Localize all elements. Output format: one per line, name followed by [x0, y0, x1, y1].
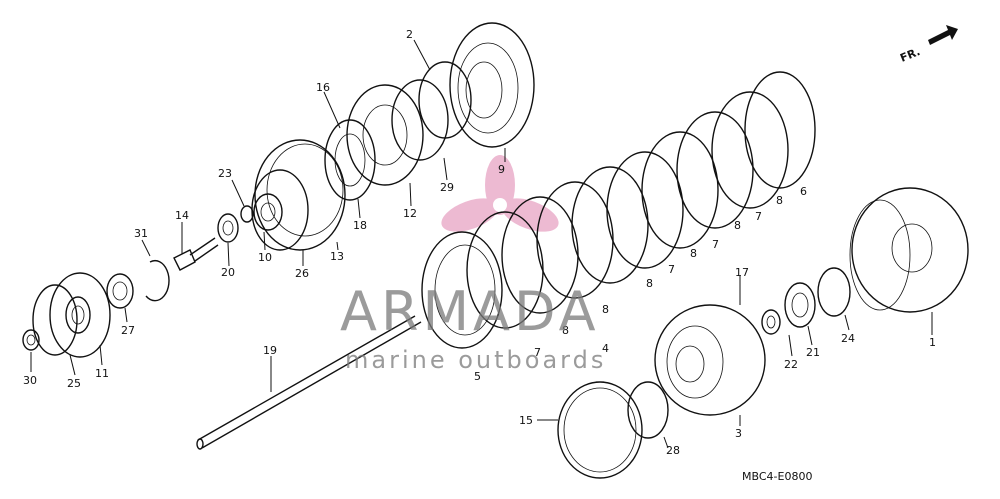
label-8b: 8 — [602, 303, 609, 316]
diagram-code: MBC4-E0800 — [742, 470, 812, 483]
o-ring-29 — [391, 79, 449, 161]
ring-24 — [817, 267, 851, 317]
washer-30 — [22, 329, 40, 351]
washer-23 — [240, 205, 254, 223]
label-7a: 7 — [534, 346, 541, 359]
label-29: 29 — [440, 181, 454, 194]
piston-12 — [346, 84, 424, 186]
label-8e: 8 — [734, 219, 741, 232]
label-19: 19 — [263, 344, 277, 357]
label-5: 5 — [474, 370, 481, 383]
label-6: 6 — [800, 185, 807, 198]
bearing-21 — [784, 282, 816, 328]
hub-3 — [654, 304, 766, 416]
label-7c: 7 — [712, 238, 719, 251]
ring-15 — [557, 381, 643, 479]
label-16: 16 — [316, 81, 330, 94]
label-11: 11 — [95, 367, 109, 380]
watermark-tagline: marine outboards — [345, 346, 606, 374]
label-13: 13 — [330, 250, 344, 263]
label-27: 27 — [121, 324, 135, 337]
label-24: 24 — [841, 332, 855, 345]
o-ring-2 — [418, 61, 472, 139]
shaft-19 — [196, 315, 422, 450]
label-7d: 7 — [755, 210, 762, 223]
outer-drum-1 — [849, 187, 969, 313]
hub-10 — [251, 169, 309, 251]
snap-ring-31 — [145, 259, 170, 302]
label-12: 12 — [403, 207, 417, 220]
label-26: 26 — [295, 267, 309, 280]
label-28: 28 — [666, 444, 680, 457]
spring-retainer-18 — [324, 119, 376, 201]
label-8a: 8 — [562, 324, 569, 337]
ring-28 — [627, 381, 669, 439]
cover-25-11 — [32, 272, 111, 358]
fr-direction-arrow-icon — [928, 25, 958, 45]
fr-label: FR. — [898, 45, 922, 65]
spring-26-13 — [254, 139, 346, 251]
label-21: 21 — [806, 346, 820, 359]
label-20: 20 — [221, 266, 235, 279]
label-8c: 8 — [646, 277, 653, 290]
label-17: 17 — [735, 266, 749, 279]
label-18: 18 — [353, 219, 367, 232]
label-23: 23 — [218, 167, 232, 180]
label-22: 22 — [784, 358, 798, 371]
label-7b: 7 — [668, 263, 675, 276]
label-8f: 8 — [776, 194, 783, 207]
bolt-14 — [173, 237, 219, 271]
bearing-27 — [106, 273, 134, 309]
label-15: 15 — [519, 414, 533, 427]
label-1: 1 — [929, 336, 936, 349]
label-9: 9 — [498, 163, 505, 176]
label-31: 31 — [134, 227, 148, 240]
label-25: 25 — [67, 377, 81, 390]
washer-22 — [761, 309, 781, 335]
clutch-plate-stack — [421, 71, 816, 349]
label-30: 30 — [23, 374, 37, 387]
leader-lines — [30, 39, 933, 449]
label-8d: 8 — [690, 247, 697, 260]
label-4: 4 — [602, 342, 609, 355]
drum-9 — [449, 22, 535, 148]
bearing-20 — [217, 213, 239, 243]
watermark-brand: ARMADA — [340, 280, 600, 343]
label-2: 2 — [406, 28, 413, 41]
label-3: 3 — [735, 427, 742, 440]
part-number-labels: 30 25 11 27 31 14 20 23 10 26 13 18 16 1… — [23, 28, 936, 457]
label-10: 10 — [258, 251, 272, 264]
label-14: 14 — [175, 209, 189, 222]
